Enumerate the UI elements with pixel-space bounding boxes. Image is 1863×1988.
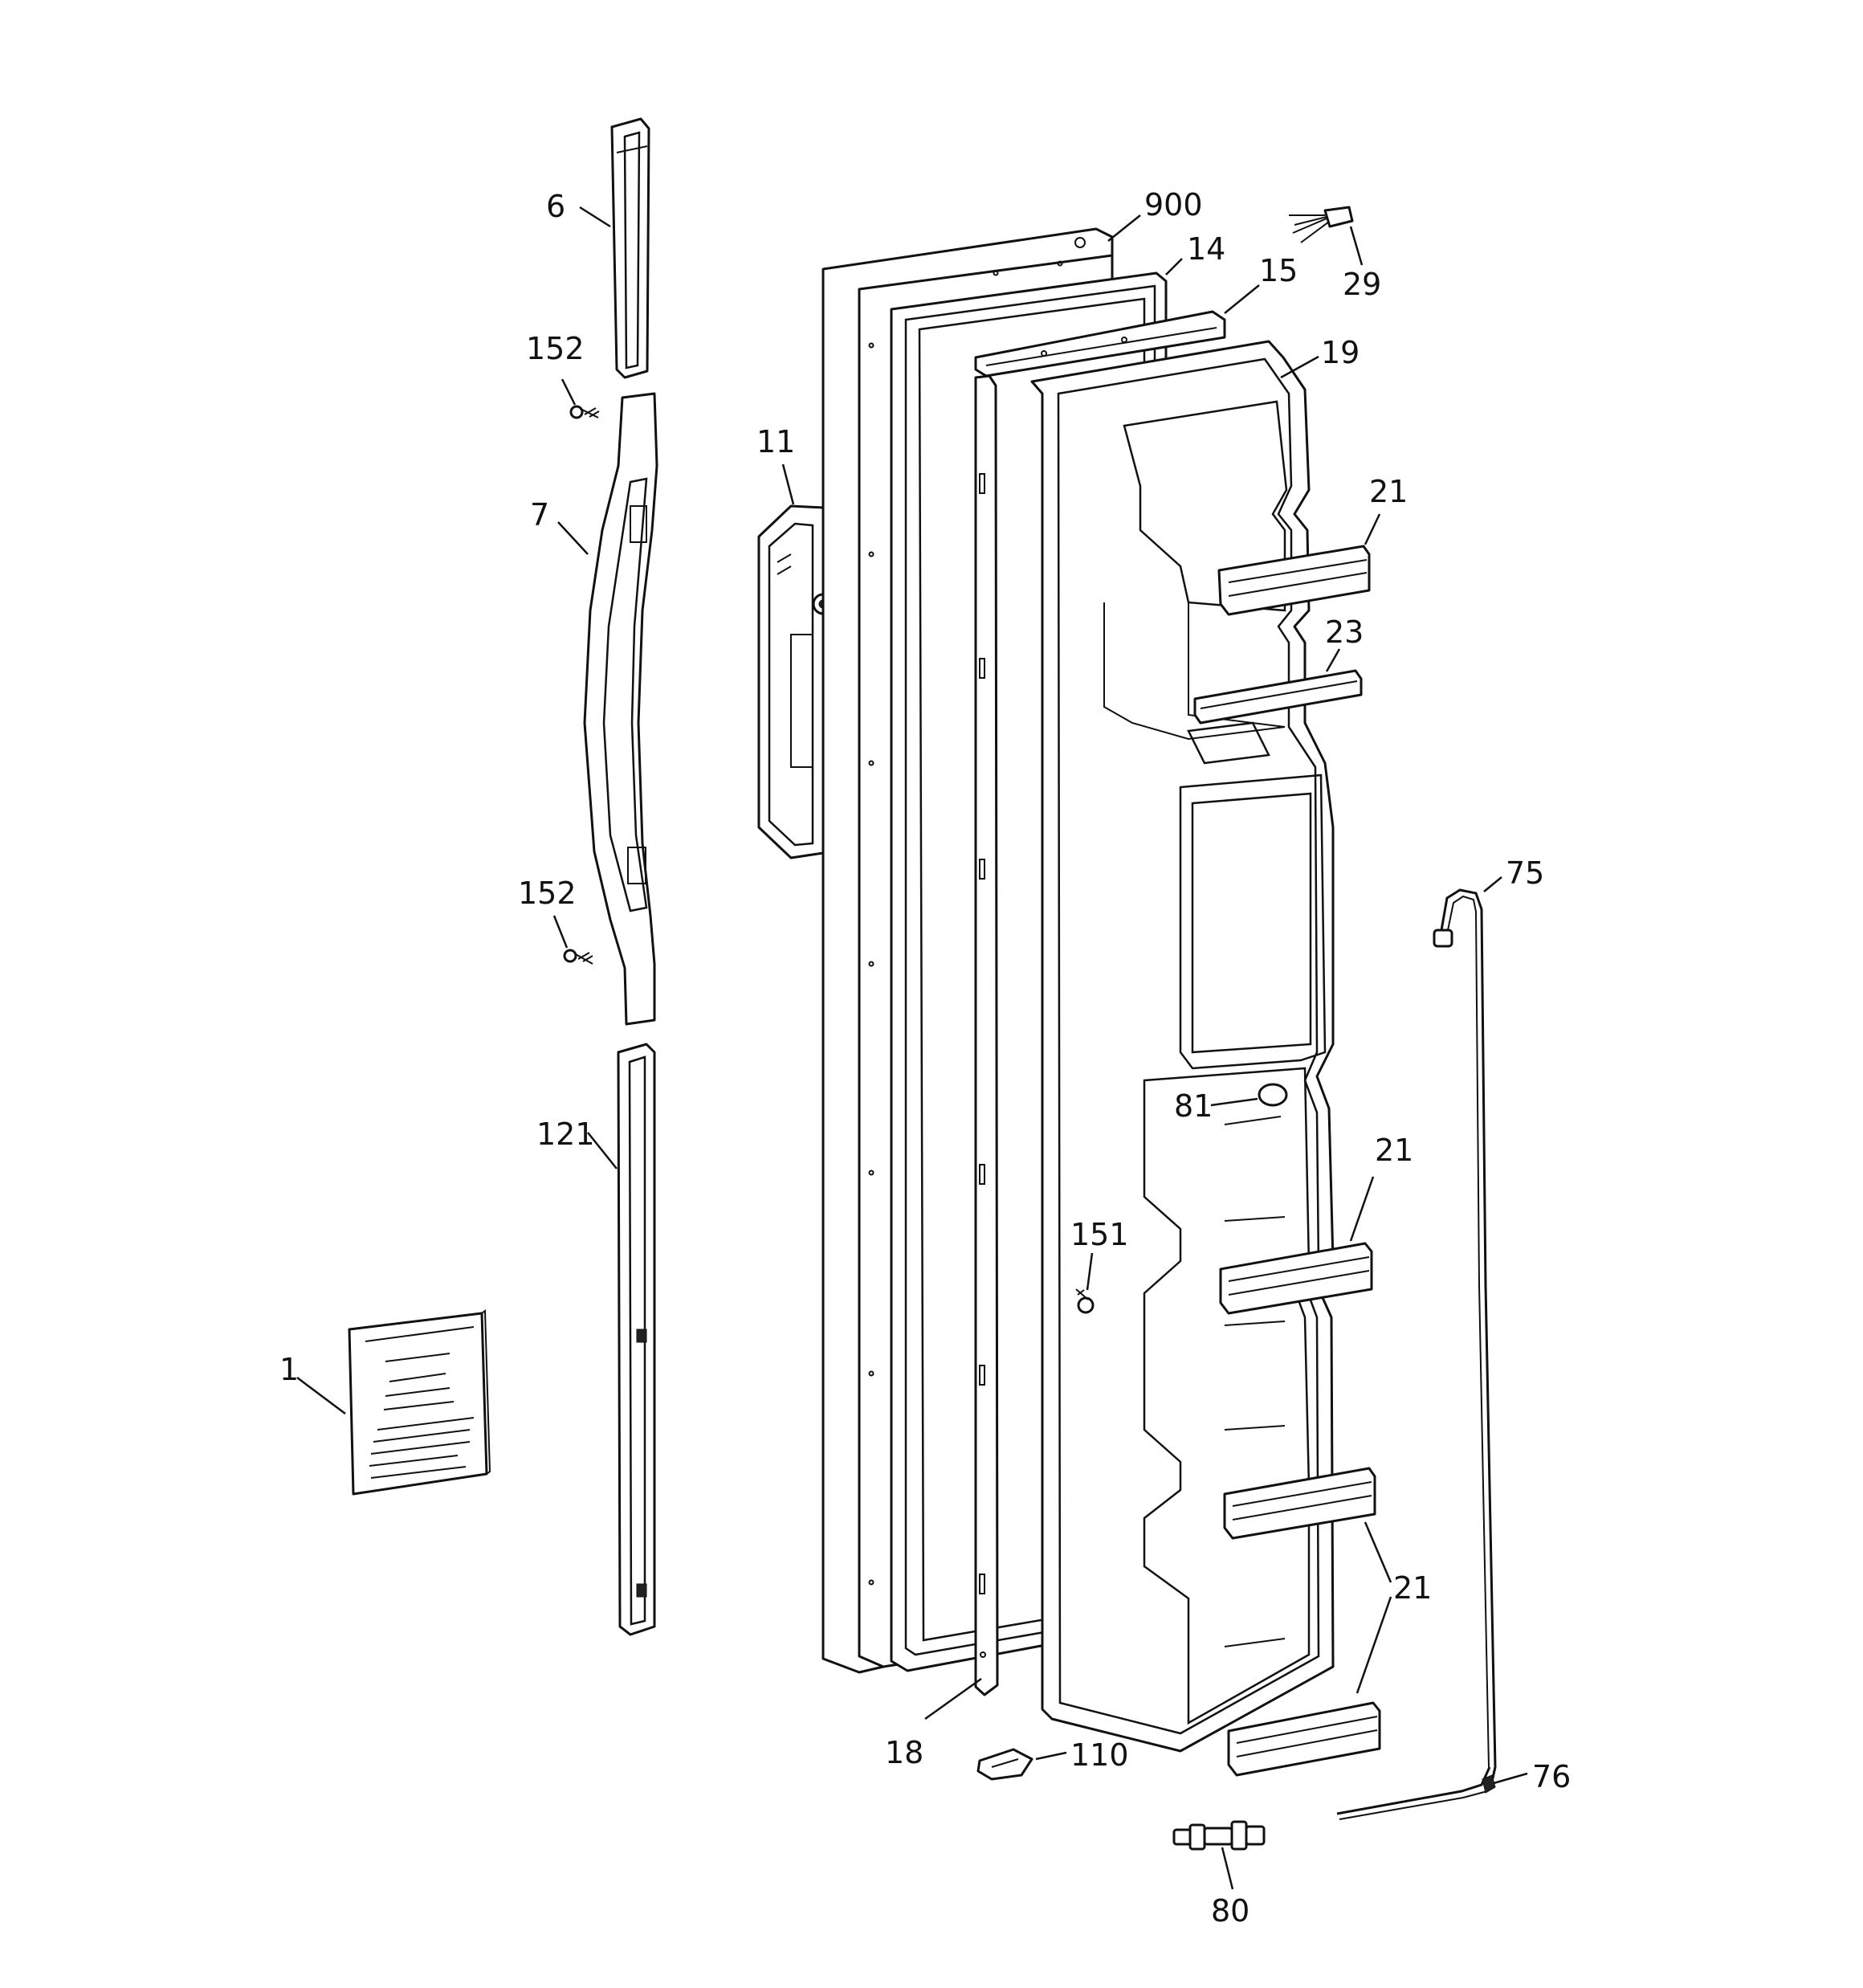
callout-110: 110 xyxy=(1070,1737,1129,1773)
callout-21-middle: 21 xyxy=(1375,1133,1413,1168)
leader-75 xyxy=(1483,876,1502,892)
part-shelf-rail-upper xyxy=(1217,545,1371,616)
callout-7: 7 xyxy=(530,497,549,533)
part-breaker-strip-top xyxy=(974,310,1226,378)
part-hinge-bracket xyxy=(757,504,825,859)
callout-21-upper: 21 xyxy=(1369,474,1408,509)
leader-21-upper xyxy=(1364,513,1381,545)
leader-23 xyxy=(1325,648,1341,672)
callout-11: 11 xyxy=(756,424,795,459)
screw-151-icon xyxy=(1075,1288,1095,1314)
part-clip-110 xyxy=(976,1748,1033,1781)
leader-900 xyxy=(1107,214,1141,242)
leader-7 xyxy=(557,521,589,555)
callout-18: 18 xyxy=(885,1735,923,1770)
part-water-fitting xyxy=(1172,1820,1266,1851)
callout-121: 121 xyxy=(536,1116,595,1152)
part-handle-bottom-trim xyxy=(617,1043,656,1636)
leader-18 xyxy=(924,1677,982,1721)
callout-151: 151 xyxy=(1070,1217,1129,1252)
leader-21-lower xyxy=(1355,1521,1392,1694)
screw-upper-icon xyxy=(569,405,600,419)
screw-lower-icon xyxy=(563,949,593,965)
leader-6 xyxy=(579,206,611,228)
part-door-handle xyxy=(583,392,658,1026)
leader-21-middle xyxy=(1349,1176,1375,1242)
callout-1: 1 xyxy=(279,1352,299,1387)
callout-14: 14 xyxy=(1187,231,1225,267)
part-water-tube xyxy=(1433,888,1497,1782)
part-plug-81 xyxy=(1258,1083,1288,1107)
callout-152-upper: 152 xyxy=(526,331,585,366)
callout-81: 81 xyxy=(1174,1088,1213,1124)
callout-23: 23 xyxy=(1325,614,1364,650)
part-door-liner xyxy=(1030,340,1335,1753)
leader-76 xyxy=(1493,1772,1528,1785)
callout-152-lower: 152 xyxy=(518,876,577,911)
part-handle-top-cap xyxy=(610,117,650,379)
leader-1 xyxy=(296,1377,346,1414)
callout-19: 19 xyxy=(1321,335,1360,370)
leader-11 xyxy=(781,463,795,505)
part-breaker-strip-side xyxy=(974,374,999,1696)
callout-75: 75 xyxy=(1506,855,1544,891)
callout-76: 76 xyxy=(1532,1759,1571,1794)
part-shelf-rail-lower-1 xyxy=(1223,1467,1376,1540)
part-shelf-rail-lower-2 xyxy=(1227,1701,1381,1777)
leader-152-upper xyxy=(561,378,577,406)
part-tube-bottom xyxy=(1336,1766,1496,1820)
callout-900: 900 xyxy=(1144,187,1203,222)
callout-29: 29 xyxy=(1343,267,1381,302)
leader-81 xyxy=(1210,1097,1258,1107)
part-shelf-rail-23 xyxy=(1193,669,1363,725)
callout-21-lower: 21 xyxy=(1393,1570,1432,1606)
leader-14 xyxy=(1165,258,1183,276)
leader-15 xyxy=(1224,284,1260,314)
leader-151 xyxy=(1086,1252,1094,1291)
leader-19 xyxy=(1280,355,1319,379)
part-instruction-booklet xyxy=(348,1309,491,1496)
leader-152-lower xyxy=(552,915,569,949)
callout-15: 15 xyxy=(1259,253,1298,288)
part-wire-clip xyxy=(1289,206,1354,243)
callout-6: 6 xyxy=(546,189,565,224)
part-shelf-rail-middle xyxy=(1219,1242,1373,1315)
leader-80 xyxy=(1221,1847,1234,1890)
leader-121 xyxy=(587,1132,618,1170)
callout-80: 80 xyxy=(1211,1893,1249,1929)
leader-110 xyxy=(1035,1751,1067,1761)
leader-29 xyxy=(1349,226,1364,266)
